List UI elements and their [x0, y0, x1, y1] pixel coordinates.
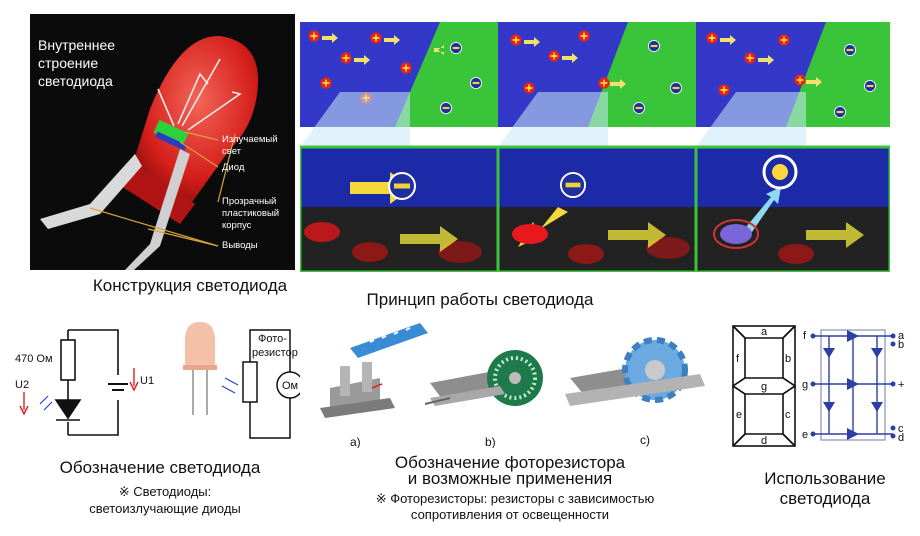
- label-c: c): [640, 433, 650, 447]
- photoresistor-note-2: сопротивления от освещенности: [410, 507, 610, 522]
- sensor-a: [320, 323, 428, 418]
- seg-d: d: [761, 435, 767, 447]
- label-a: a): [350, 435, 361, 448]
- light-arrows-led: [39, 395, 53, 411]
- light-rays: [157, 58, 242, 131]
- principle-caption: Принцип работы светодиода: [366, 290, 594, 309]
- seg-c: c: [785, 409, 791, 421]
- seg-f: f: [736, 353, 740, 365]
- pin-d: d: [898, 432, 904, 444]
- pin-a: a: [898, 330, 905, 342]
- led-flange: [118, 164, 195, 224]
- u1-arrow: [129, 368, 139, 392]
- top-arrows: [322, 33, 444, 65]
- led-structure-panel: Внутреннее строение светодиода Излучаемы…: [30, 14, 295, 270]
- label-ohm-meter: Ом: [282, 380, 298, 392]
- segment-display: [731, 325, 797, 447]
- pin-g: g: [802, 379, 808, 391]
- stage-1-illustration: [298, 22, 500, 274]
- label-diode: Диод: [222, 162, 245, 173]
- led-circuit-diagram: 470 Ом U2 U1 Фото- резистор Ом: [15, 322, 300, 439]
- sensor-c: [565, 337, 705, 406]
- label-u1: U1: [140, 375, 154, 387]
- led-structure-illustration: [40, 35, 259, 270]
- principle-stage-1: [298, 22, 500, 274]
- pin-f: f: [803, 330, 807, 342]
- led-symbol-caption: Обозначение светодиода: [59, 458, 261, 477]
- photoresistor-note-1: ※ Фоторезисторы: резисторы с зависимость…: [375, 491, 655, 506]
- led-structure-title: Внутреннее строение светодиода: [38, 37, 116, 89]
- seven-segment-diagram: a f b g e c d f g e a b + c d: [731, 325, 905, 447]
- pin-plus: +: [898, 379, 904, 391]
- pin-b: b: [898, 339, 904, 351]
- led-structure-caption: Конструкция светодиода: [92, 276, 288, 295]
- label-pointers: [89, 131, 236, 247]
- label-plastic-case: Прозрачный пластиковый корпус: [222, 196, 280, 231]
- photoresistor-applications: a) b) c): [320, 323, 705, 448]
- led-note-line-1: ※ Светодиоды:: [118, 484, 212, 499]
- principle-stage-2: [496, 22, 698, 274]
- stage-3-illustration: [694, 22, 892, 274]
- photoresistor-caption-2: и возможные применения: [407, 469, 613, 488]
- principle-stage-3: [694, 22, 892, 274]
- photo-led-body: [185, 322, 215, 365]
- u2-arrow: [19, 392, 29, 416]
- label-b: b): [485, 435, 496, 448]
- usage-caption-2: светодиода: [779, 489, 871, 508]
- lead-left: [40, 154, 142, 229]
- led-note-line-2: светоизлучающие диоды: [89, 501, 241, 516]
- seg-g: g: [761, 381, 767, 393]
- stage-2-illustration: [496, 22, 698, 274]
- pin-c: c: [898, 423, 904, 435]
- seg-a: a: [761, 326, 768, 338]
- label-leads: Выводы: [222, 240, 258, 251]
- pin-e: e: [802, 429, 808, 441]
- lead-right: [125, 149, 190, 270]
- label-photo-1: Фото-: [258, 333, 287, 345]
- label-photo-2: резистор: [252, 347, 298, 359]
- diode-chip: [153, 119, 189, 147]
- photoresistor-caption-1: Обозначение фоторезистора: [394, 453, 626, 472]
- label-470-ohm: 470 Ом: [15, 353, 53, 365]
- label-u2: U2: [15, 379, 29, 391]
- seg-b: b: [785, 353, 791, 365]
- seg-e: e: [736, 409, 742, 421]
- label-emitted-light: Излучаемый свет: [222, 134, 278, 157]
- usage-caption-1: Использование: [764, 469, 886, 488]
- sensor-b: [424, 350, 543, 406]
